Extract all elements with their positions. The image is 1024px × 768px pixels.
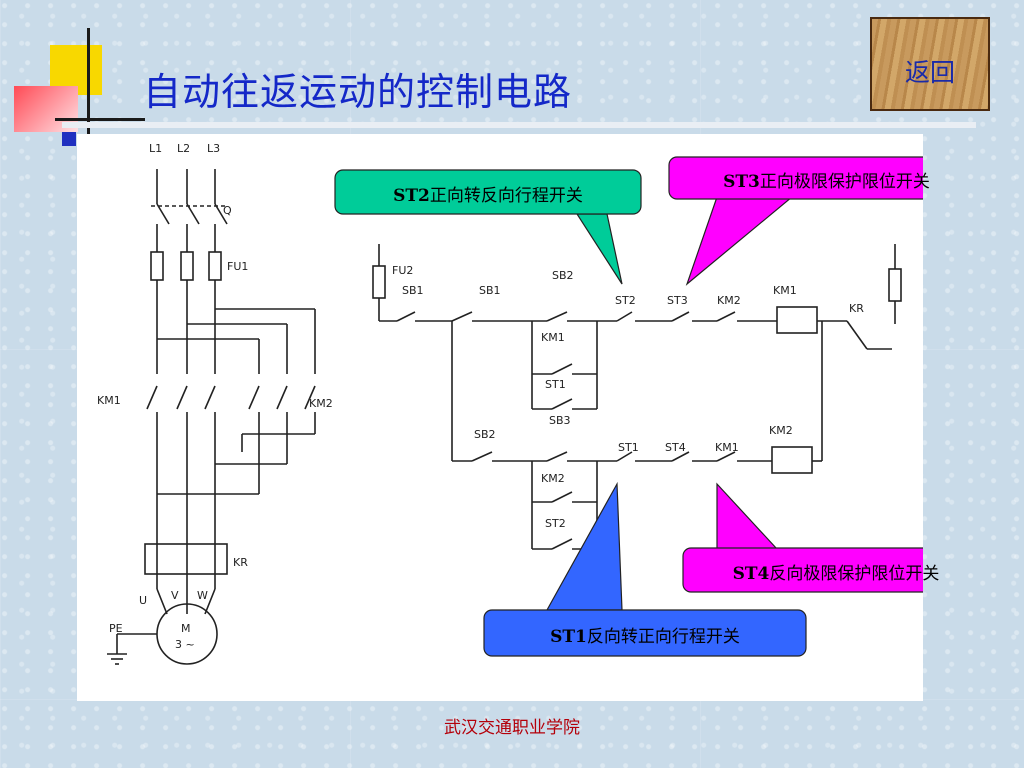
label-sb3: SB3 [549,414,571,427]
callout-st1-pointer [545,481,623,611]
label-km1-aux: KM1 [541,331,565,344]
page-title: 自动往返运动的控制电路 [143,70,573,114]
decor-vertical-line [87,28,90,134]
callout-st3-code: ST3 [723,172,760,192]
label-l3: L3 [207,142,220,155]
back-button-label: 返回 [904,58,955,87]
label-u: U [139,594,147,607]
callout-st3-text: 正向极限保护限位开关 [759,172,930,192]
label-kr-main: KR [233,556,248,569]
label-st3-top: ST3 [667,294,688,307]
label-sb2-top: SB2 [552,269,574,282]
callout-st1-text: 反向转正向行程开关 [586,627,740,647]
circuit-diagram: L1 L2 L3 Q FU1 KM1 KM2 KR U V W PE M 3 ~… [97,142,923,665]
callout-st1-label: ST1反向转正向行程开关 [484,622,806,647]
label-pe: PE [109,622,123,635]
label-motor-m: M [181,622,191,635]
label-km2-main: KM2 [309,397,333,410]
label-km2-aux: KM2 [541,472,565,485]
label-st1-aux: ST1 [545,378,566,391]
label-l1: L1 [149,142,162,155]
label-q: Q [223,204,232,217]
label-km1-main: KM1 [97,394,121,407]
callout-st3-label: ST3正向极限保护限位开关 [669,167,984,192]
label-fu2: FU2 [392,264,413,277]
label-fu1: FU1 [227,260,248,273]
title-underline [62,122,976,128]
callout-st1-box [483,609,807,657]
footer-institution: 武汉交通职业学院 [444,718,580,738]
label-sb1: SB1 [402,284,424,297]
callout-st2-box [334,169,642,215]
label-l2: L2 [177,142,190,155]
decor-blue-square [62,132,76,146]
decor-horizontal-line [55,118,145,121]
callout-st4-code: ST4 [732,564,770,584]
label-kr-contact: KR [849,302,864,315]
label-v: V [171,589,179,602]
label-st2-aux: ST2 [545,517,566,530]
callout-st4-text: 反向极限保护限位开关 [769,564,940,584]
label-km2-coil: KM2 [769,424,793,437]
label-km1-coil: KM1 [773,284,797,297]
label-w: W [197,589,208,602]
label-st2-top: ST2 [615,294,636,307]
callout-st2-text: 正向转反向行程开关 [429,186,583,206]
callout-st2-pointer [575,213,623,285]
circuit-diagram-panel: L1 L2 L3 Q FU1 KM1 KM2 KR U V W PE M 3 ~… [77,134,939,701]
label-st4-bot: ST4 [665,441,686,454]
label-st1-bot: ST1 [618,441,639,454]
label-km1-bot: KM1 [715,441,739,454]
callout-st3-box [668,156,923,200]
back-button[interactable]: 返回 [870,17,990,111]
callout-st4-pointer [716,482,779,550]
callout-st3-pointer [685,196,794,286]
label-sb1-contact: SB1 [479,284,501,297]
callout-st2-code: ST2 [393,186,430,206]
callout-st4-label: ST4反向极限保护限位开关 [683,559,989,584]
callout-st1-code: ST1 [550,627,587,647]
callout-st4-box [682,547,923,593]
label-km2-top: KM2 [717,294,741,307]
label-motor-3: 3 ~ [175,638,195,651]
label-sb2-mid: SB2 [474,428,496,441]
callout-st2-label: ST2正向转反向行程开关 [335,181,641,206]
